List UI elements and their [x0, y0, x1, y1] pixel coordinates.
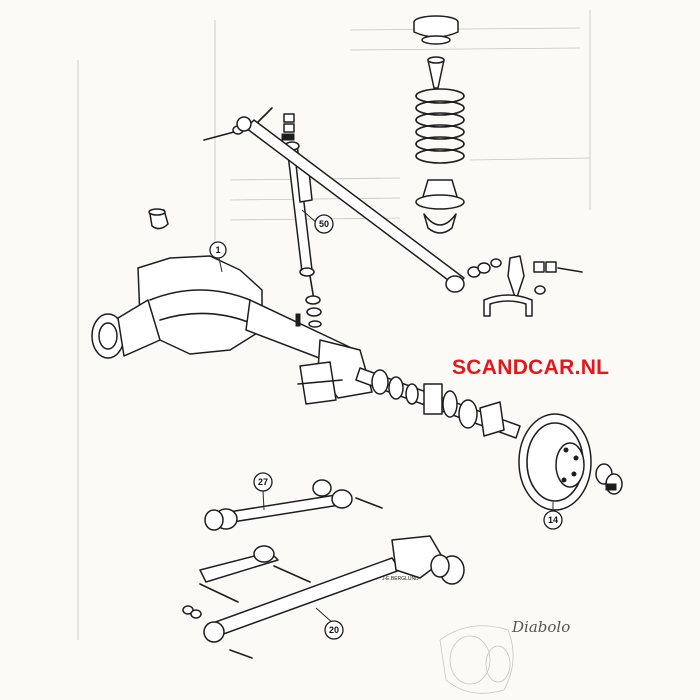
callout-14-label: 14: [548, 515, 558, 525]
lower-trailing-arm: [182, 535, 465, 659]
callout-20: 20: [324, 620, 344, 640]
panhard-bracket-hardware: [467, 255, 583, 317]
bushing-sketch: [439, 625, 514, 694]
callout-27-label: 27: [258, 477, 268, 487]
axle-housing: [91, 255, 373, 405]
coil-spring-assembly: [413, 15, 465, 234]
callout-27: 27: [253, 472, 273, 492]
scan-background-lines: [77, 10, 591, 640]
handwritten-note: Diabolo: [511, 618, 570, 636]
callout-50-label: 50: [319, 219, 329, 229]
callout-14: 14: [543, 510, 563, 530]
callout-1-label: 1: [215, 245, 220, 255]
drawing-credit: J-E.BERGLUND: [382, 576, 419, 582]
callout-50: 50: [314, 214, 334, 234]
upper-control-arm: [204, 479, 383, 531]
bump-stop: [148, 208, 169, 230]
brake-drum: [518, 413, 623, 511]
callout-1: 1: [209, 241, 227, 259]
callout-20-label: 20: [329, 625, 339, 635]
scandcar-watermark: SCANDCAR.NL: [452, 356, 610, 379]
panhard-rod: [236, 116, 465, 293]
axle-shaft-components: [355, 367, 521, 439]
